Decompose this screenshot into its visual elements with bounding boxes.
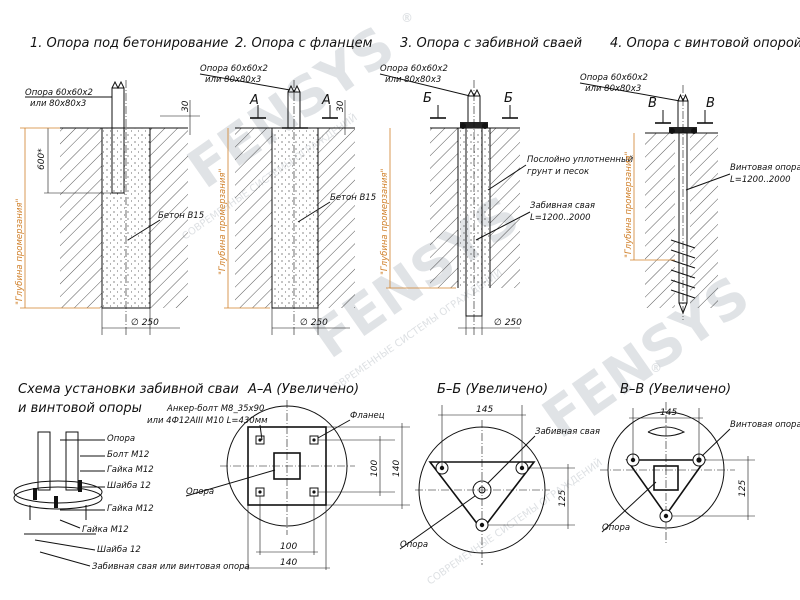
label-post-bb: Опора: [400, 540, 428, 550]
drawing-driven-pile-post: Б Б "Глубина промерзания" ∅ 250 Опора 60…: [379, 64, 634, 335]
section-marker-a-right: А: [321, 93, 331, 108]
dim-d250-1: ∅ 250: [131, 318, 159, 328]
section-marker-b-left: Б: [423, 91, 432, 106]
label-screw-pile-name: Винтовая опора: [730, 163, 800, 173]
schema-label-bottom: Забивная свая или винтовая опора: [92, 562, 250, 572]
section-marker-a-left: А: [249, 93, 259, 108]
label-post-size-3b: или 80х80х3: [385, 75, 441, 85]
schema-installation: Опора Болт М12 Гайка М12 Шайба 12 Гайка …: [13, 431, 250, 572]
title-concrete-post: 1. Опора под бетонирование: [30, 36, 228, 51]
dim-30-1: 30: [181, 100, 191, 112]
watermark-reg-1: ®: [401, 11, 413, 25]
label-freeze-depth-2: "Глубина промерзания": [218, 169, 228, 275]
schema-label-washer-2: Шайба 12: [97, 545, 141, 555]
label-screw-pile-length: L=1200..2000: [730, 175, 791, 185]
dim-600: 600*: [37, 148, 47, 170]
label-anchor-bolt-a: Анкер-болт М8_35х90: [166, 404, 264, 414]
label-post-size-3a: Опора 60х60х2: [380, 64, 448, 74]
dim-145-vv: 145: [660, 408, 677, 418]
title-screw-pile-post: 4. Опора с винтовой опорой: [610, 36, 800, 51]
schema-label-bolt: Болт М12: [107, 450, 149, 460]
label-post-vv: Опора: [602, 523, 630, 533]
label-compacted-layer-1: Послойно уплотненный: [527, 155, 634, 165]
label-concrete-2: Бетон В15: [330, 193, 376, 203]
title-driven-pile-post: 3. Опора с забивной сваей: [400, 36, 582, 51]
label-post-size-1a: Опора 60х60х2: [25, 88, 93, 98]
drawing-screw-pile-post: В В "Глубина промерзания" Опора 60х60х2 …: [579, 73, 800, 320]
label-concrete-1: Бетон В15: [158, 211, 204, 221]
label-driven-pile-name: Забивная свая: [530, 201, 595, 211]
section-marker-v-right: В: [706, 96, 715, 111]
watermark-reg-2: ®: [650, 361, 662, 375]
dim-d250-2: ∅ 250: [300, 318, 328, 328]
dim-100-side: 100: [370, 460, 380, 477]
section-bb-drawing: 145 125 Забивная свая Опора: [399, 405, 600, 565]
section-vv-drawing: 145 125 Винтовая опора Опора: [600, 402, 800, 545]
schema-label-nut-1: Гайка М12: [107, 465, 154, 475]
schema-title-line1: Схема установки забивной сваи: [18, 382, 239, 397]
label-driven-pile-bb: Забивная свая: [535, 427, 600, 437]
label-driven-pile-length: L=1200..2000: [530, 213, 591, 223]
section-marker-b-right: Б: [504, 91, 513, 106]
schema-label-post: Опора: [107, 434, 135, 444]
label-post-size-4a: Опора 60х60х2: [580, 73, 648, 83]
dim-30-2: 30: [336, 100, 346, 112]
schema-label-nut-3: Гайка М12: [82, 525, 129, 535]
section-marker-v-left: В: [648, 96, 657, 111]
label-anchor-bolt-b: или 4Ф12АIII М10 L=430мм: [147, 416, 268, 426]
label-freeze-depth-4: "Глубина промерзания": [624, 152, 634, 258]
schema-label-washer-1: Шайба 12: [107, 481, 151, 491]
title-flange-post: 2. Опора с фланцем: [235, 36, 373, 51]
watermark-tagline-3: СОВРЕМЕННЫЕ СИСТЕМЫ ОГРАЖДЕНИЙ: [424, 456, 604, 588]
label-freeze-depth-3: "Глубина промерзания": [380, 169, 390, 275]
section-vv-title: В–В (Увеличено): [620, 382, 731, 397]
section-aa-title: А–А (Увеличено): [247, 382, 359, 397]
dim-140-side: 140: [392, 460, 402, 477]
section-aa-drawing: Анкер-болт М8_35х90 или 4Ф12АIII М10 L=4…: [147, 400, 410, 570]
dim-145-bb: 145: [476, 405, 493, 415]
label-post-size-2a: Опора 60х60х2: [200, 64, 268, 74]
dim-125-vv: 125: [738, 480, 748, 497]
dim-125-bb: 125: [558, 490, 568, 507]
dim-d250-3: ∅ 250: [494, 318, 522, 328]
section-bb-title: Б–Б (Увеличено): [437, 382, 548, 397]
drawing-concrete-post: 30 600* "Глубина промерзания" ∅ 250 Опор…: [15, 80, 204, 335]
label-screw-pile-vv: Винтовая опора: [730, 420, 800, 430]
schema-label-nut-2: Гайка М12: [107, 504, 154, 514]
label-post-size-1b: или 80х80х3: [30, 99, 86, 109]
drawing-flange-post: А А 30 "Глубина промерзания" ∅ 250 Опора…: [199, 64, 376, 335]
schema-title-line2: и винтовой опоры: [18, 401, 142, 416]
dim-100-bottom: 100: [280, 542, 297, 552]
label-flange: Фланец: [350, 411, 385, 421]
dim-140-bottom: 140: [280, 558, 297, 568]
label-freeze-depth-1: "Глубина промерзания": [15, 199, 25, 305]
label-compacted-layer-2: грунт и песок: [527, 167, 590, 177]
